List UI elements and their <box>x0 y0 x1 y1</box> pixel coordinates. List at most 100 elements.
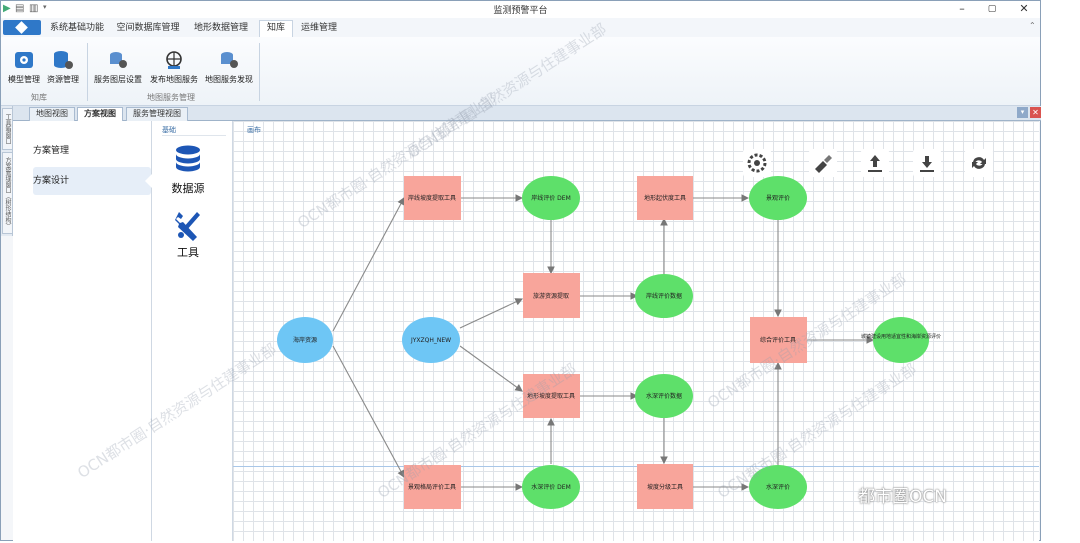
flow-node-tool[interactable] <box>750 317 807 363</box>
ribbon-collapse-icon[interactable]: ⌃ <box>1029 21 1036 30</box>
map-service-discover-icon <box>221 52 238 68</box>
flow-node-input[interactable] <box>402 317 460 363</box>
flow-node-data[interactable] <box>635 274 693 318</box>
doc-tab-scheme-view[interactable]: 方案视图 <box>77 107 123 121</box>
download-icon[interactable] <box>913 149 941 177</box>
model-management-button[interactable]: 模型管理 <box>5 49 43 85</box>
flow-node-data[interactable] <box>522 465 580 509</box>
toolbox-tools-label: 工具 <box>177 246 199 259</box>
flow-node-tool[interactable] <box>404 176 461 220</box>
flow-node-data[interactable] <box>749 176 807 220</box>
refresh-icon[interactable] <box>965 149 993 177</box>
map-service-discover-label: 地图服务发现 <box>205 75 253 84</box>
toolbox-tools[interactable]: 工具 <box>162 209 214 260</box>
upload-icon[interactable] <box>861 149 889 177</box>
canvas-label: 画布 <box>247 126 261 134</box>
edge <box>459 345 523 392</box>
title-bar: ▶ ▤ ▥ ▾ 监测预警平台 – ▢ ✕ <box>1 1 1040 19</box>
flow-node-data[interactable] <box>873 317 929 363</box>
toolbox-header: 基础 <box>162 125 226 136</box>
application-menu-button[interactable] <box>3 20 41 35</box>
globe-publish-icon <box>166 51 182 69</box>
flow-node-label: 旅游资源提取 <box>533 292 569 300</box>
canvas-guide-line <box>233 466 1039 467</box>
nav-scheme-design[interactable]: 方案设计 <box>33 167 152 195</box>
brand-watermark: 都市圈OCN <box>858 487 947 507</box>
close-window-button[interactable]: ✕ <box>1019 2 1029 15</box>
map-service-discover-button[interactable]: 地图服务发现 <box>203 49 255 85</box>
group-label-map-service: 地图服务管理 <box>147 93 195 102</box>
flow-node-label: 水深评价数据 <box>646 392 682 400</box>
scheme-nav-panel: 方案管理 方案设计 <box>13 121 152 541</box>
flow-node-input[interactable] <box>277 317 333 363</box>
database-icon <box>176 145 200 172</box>
minimize-button[interactable]: – <box>959 2 965 15</box>
flow-node-tool[interactable] <box>637 464 693 509</box>
flow-node-data[interactable] <box>635 374 693 418</box>
tab-knowledge[interactable]: 知库 <box>259 20 293 37</box>
clear-brush-icon[interactable] <box>809 149 837 177</box>
flow-node-label: 综合评价工具 <box>760 336 796 344</box>
toolbox-datasource[interactable]: 数据源 <box>162 145 214 196</box>
publish-map-service-label: 发布地图服务 <box>150 75 198 84</box>
flow-node-label: 地形坡度提取工具 <box>527 392 575 400</box>
resource-management-icon <box>54 51 73 69</box>
edge <box>332 345 405 478</box>
ribbon-separator <box>87 43 88 101</box>
flow-node-label: JYXZQH_NEW <box>410 337 451 344</box>
window-title: 监测预警平台 <box>493 6 548 16</box>
ribbon-separator <box>259 43 260 101</box>
flow-node-tool[interactable] <box>637 176 693 220</box>
side-tab-scheme-tree[interactable]: 方案管理窗口（树形结构） <box>2 152 13 234</box>
service-layer-settings-label: 服务图层设置 <box>94 75 142 84</box>
flow-node-label: 岸线坡度提取工具 <box>408 194 456 202</box>
doc-tab-map-view[interactable]: 地图视图 <box>29 107 75 121</box>
flow-node-label: 海岸资源 <box>293 336 317 344</box>
side-panel-strip: 工具箱窗口 方案管理窗口（树形结构） <box>1 106 13 236</box>
maximize-button[interactable]: ▢ <box>987 4 997 14</box>
settings-gear-icon[interactable] <box>743 149 771 177</box>
save-icon[interactable]: ▤ <box>15 3 25 14</box>
model-management-icon <box>15 52 33 68</box>
flow-node-label: 坡度分级工具 <box>647 483 683 491</box>
app-logo-icon: ▶ <box>3 3 11 14</box>
model-management-label: 模型管理 <box>8 75 40 84</box>
flow-node-label: 水深评价 DEM <box>531 483 571 491</box>
undo-icon[interactable]: ▥ <box>29 3 39 14</box>
flow-node-tool[interactable] <box>523 374 580 418</box>
tab-operations[interactable]: 运维管理 <box>300 23 337 33</box>
toolbox-panel: 基础 数据源 工具 <box>152 121 233 541</box>
app-window: ▶ ▤ ▥ ▾ 监测预警平台 – ▢ ✕ 系统基础功能 空间数据库管理 地形数据… <box>0 0 1041 541</box>
tab-spatial-db[interactable]: 空间数据库管理 <box>116 23 180 33</box>
flow-node-label: 岸线评价数据 <box>646 292 682 300</box>
tools-icon <box>175 212 200 241</box>
ribbon-tab-bar: 系统基础功能 空间数据库管理 地形数据管理 知库 运维管理 ⌃ <box>1 18 1040 38</box>
tab-system-basic[interactable]: 系统基础功能 <box>49 23 104 33</box>
quick-access-dropdown-icon[interactable]: ▾ <box>43 3 47 11</box>
flow-node-label: 景观格局评价工具 <box>408 483 456 491</box>
tab-terrain-data[interactable]: 地形数据管理 <box>193 23 248 33</box>
flow-node-label: 水深评价 <box>766 483 790 491</box>
resource-management-label: 资源管理 <box>47 75 79 84</box>
edge <box>459 298 523 329</box>
doc-tab-service-view[interactable]: 服务管理视图 <box>126 107 188 121</box>
flow-node-data[interactable] <box>522 176 580 220</box>
flow-node-tool[interactable] <box>523 273 580 318</box>
flow-node-data[interactable] <box>749 465 807 509</box>
resource-management-button[interactable]: 资源管理 <box>45 49 81 85</box>
toolbox-datasource-label: 数据源 <box>171 182 205 195</box>
nav-scheme-management[interactable]: 方案管理 <box>33 146 70 156</box>
flow-node-label: 地形起伏度工具 <box>644 194 686 202</box>
edge <box>332 197 405 332</box>
workflow-diagram: 海岸资源 JYXZQH_NEW 岸线坡度提取工具 旅游资源提取 地形起伏度工具 … <box>277 176 941 509</box>
workflow-canvas[interactable]: 画布 <box>233 121 1039 541</box>
doc-close-button[interactable]: ✕ <box>1030 107 1041 118</box>
document-tab-bar: 地图视图 方案视图 服务管理视图 <box>13 106 1041 121</box>
publish-map-service-button[interactable]: 发布地图服务 <box>147 49 201 85</box>
flow-node-tool[interactable] <box>404 465 461 509</box>
service-layer-settings-button[interactable]: 服务图层设置 <box>91 49 145 85</box>
doc-tab-dropdown-button[interactable]: ▾ <box>1017 107 1028 118</box>
service-layer-settings-icon <box>110 52 127 68</box>
side-tab-toolbox[interactable]: 工具箱窗口 <box>2 108 13 150</box>
flow-node-label: 岸线评价 DEM <box>531 194 571 202</box>
